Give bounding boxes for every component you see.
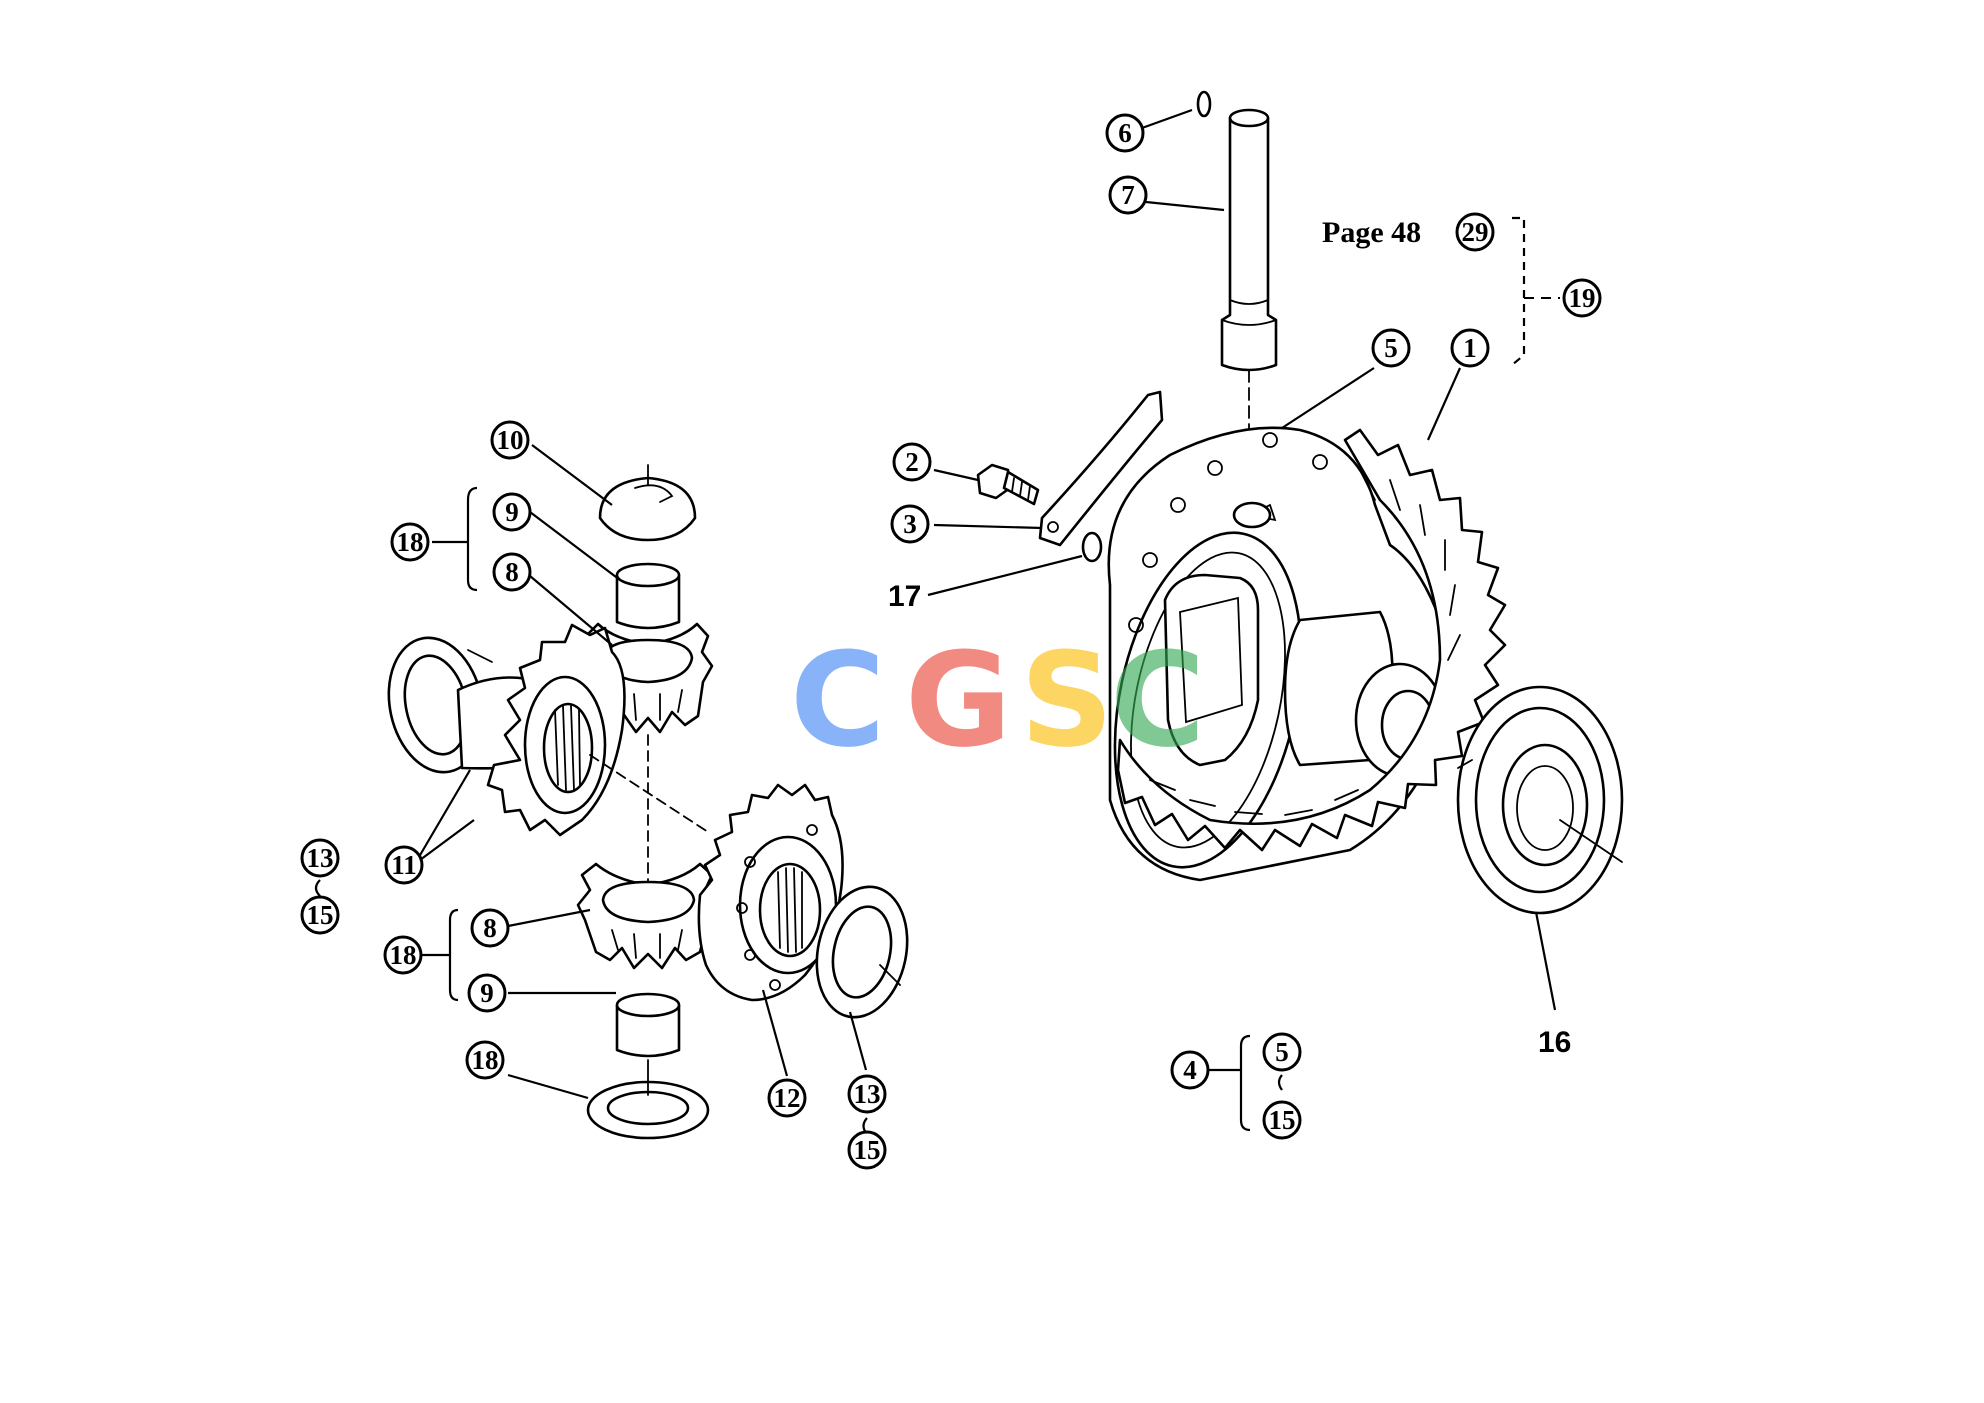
side-bearing xyxy=(1456,685,1624,915)
svg-text:15: 15 xyxy=(854,1135,881,1165)
svg-text:18: 18 xyxy=(390,940,417,970)
svg-text:7: 7 xyxy=(1121,180,1135,210)
bush-upper xyxy=(615,562,681,630)
callout-13-right: 13 xyxy=(847,1074,887,1114)
spider-cap xyxy=(598,464,697,542)
svg-text:1: 1 xyxy=(1463,333,1477,363)
svg-text:11: 11 xyxy=(391,850,417,880)
pinion-gear-lower xyxy=(576,862,718,970)
callout-6: 6 xyxy=(1105,113,1145,153)
callout-13-left: 13 xyxy=(300,838,340,878)
dowel-pin xyxy=(1081,531,1103,563)
callout-9-upper: 9 xyxy=(492,492,532,532)
callout-1: 1 xyxy=(1450,328,1490,368)
watermark-logo: C G S C xyxy=(790,624,1205,776)
callout-10: 10 xyxy=(490,420,530,460)
pinion-shaft xyxy=(1220,108,1278,506)
callout-19: 19 xyxy=(1562,278,1602,318)
callout-2: 2 xyxy=(892,442,932,482)
side-gear-right xyxy=(697,783,844,1002)
svg-text:13: 13 xyxy=(854,1079,881,1109)
callout-12: 12 xyxy=(767,1078,807,1118)
svg-text:29: 29 xyxy=(1462,217,1489,247)
svg-text:9: 9 xyxy=(505,497,519,527)
leader-lines xyxy=(314,108,1560,1135)
svg-text:3: 3 xyxy=(903,509,917,539)
svg-text:C: C xyxy=(790,624,885,776)
lock-pin xyxy=(1196,90,1212,118)
svg-text:G: G xyxy=(905,624,1012,776)
svg-text:10: 10 xyxy=(497,425,524,455)
part-label-17: 17 xyxy=(888,580,921,613)
side-gear-left xyxy=(456,623,709,837)
page-reference: Page 48 xyxy=(1322,216,1421,249)
svg-text:8: 8 xyxy=(483,913,497,943)
callout-18-middle: 18 xyxy=(383,935,423,975)
callout-18-lower: 18 xyxy=(465,1040,505,1080)
svg-text:18: 18 xyxy=(472,1045,499,1075)
svg-text:9: 9 xyxy=(480,978,494,1008)
callout-29: 29 xyxy=(1455,212,1495,252)
svg-text:S: S xyxy=(1020,624,1114,776)
lock-plate xyxy=(1038,390,1164,547)
callout-11: 11 xyxy=(384,845,424,885)
svg-text:15: 15 xyxy=(307,900,334,930)
svg-text:5: 5 xyxy=(1275,1037,1289,1067)
svg-text:13: 13 xyxy=(307,843,334,873)
callout-15-right: 15 xyxy=(1262,1100,1302,1140)
svg-text:6: 6 xyxy=(1118,118,1132,148)
svg-text:4: 4 xyxy=(1183,1055,1197,1085)
callout-5-upper: 5 xyxy=(1371,328,1411,368)
differential-case xyxy=(1107,426,1450,882)
bush-lower xyxy=(615,992,681,1058)
svg-text:12: 12 xyxy=(774,1083,801,1113)
callout-15-left: 15 xyxy=(300,895,340,935)
callout-7: 7 xyxy=(1108,175,1148,215)
callout-3: 3 xyxy=(890,504,930,544)
svg-text:C: C xyxy=(1110,624,1205,776)
part-label-16: 16 xyxy=(1538,1026,1571,1059)
svg-text:8: 8 xyxy=(505,557,519,587)
callout-8-upper: 8 xyxy=(492,552,532,592)
callout-4: 4 xyxy=(1170,1050,1210,1090)
callout-5-lower: 5 xyxy=(1262,1032,1302,1072)
callout-8-lower: 8 xyxy=(470,908,510,948)
callout-15-middle: 15 xyxy=(847,1130,887,1170)
svg-text:19: 19 xyxy=(1569,283,1596,313)
lock-bolt xyxy=(976,463,1040,506)
spider-cap-lower xyxy=(586,1059,710,1140)
svg-text:2: 2 xyxy=(905,447,919,477)
callout-18-upper: 18 xyxy=(390,522,430,562)
svg-text:5: 5 xyxy=(1384,333,1398,363)
thrust-washer-right xyxy=(815,885,909,1019)
svg-text:15: 15 xyxy=(1269,1105,1296,1135)
callout-9-lower: 9 xyxy=(467,973,507,1013)
crown-gear xyxy=(1116,428,1507,852)
svg-text:18: 18 xyxy=(397,527,424,557)
